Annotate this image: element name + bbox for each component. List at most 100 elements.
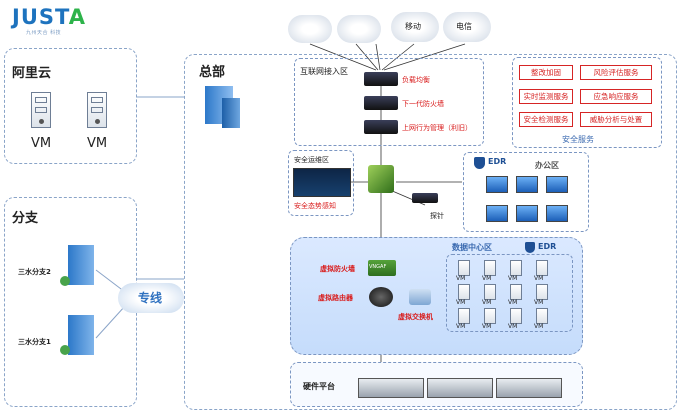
service-item: 整改加固 bbox=[519, 65, 573, 80]
vm-label: VM bbox=[534, 323, 544, 330]
vswitch-label: 虚拟交换机 bbox=[398, 313, 433, 321]
monitor-icon bbox=[546, 176, 568, 193]
vm-server-icon bbox=[484, 260, 496, 276]
vm-label: VM bbox=[508, 275, 518, 282]
load-balance-label: 负载均衡 bbox=[402, 76, 430, 84]
branch-zone bbox=[4, 197, 137, 407]
logo-subtitle: 九州天合 科技 bbox=[26, 30, 62, 36]
vm-label: VM bbox=[508, 299, 518, 306]
service-item: 安全检测服务 bbox=[519, 112, 573, 127]
aliyun-vm2-label: VM bbox=[87, 136, 108, 151]
behavior-mgmt-device bbox=[364, 120, 398, 134]
vm-server-icon bbox=[510, 260, 522, 276]
building-icon bbox=[68, 245, 94, 285]
monitor-icon bbox=[486, 205, 508, 222]
cloud-mobile-icon bbox=[391, 12, 439, 42]
cloud-icon bbox=[337, 15, 381, 43]
cloud-mobile-label: 移动 bbox=[405, 22, 421, 31]
vm-server-icon bbox=[510, 284, 522, 300]
internet-zone-title: 互联网接入区 bbox=[300, 67, 348, 76]
aliyun-zone bbox=[4, 48, 137, 164]
vm-label: VM bbox=[534, 299, 544, 306]
hardware-server-icon bbox=[427, 378, 493, 398]
branch1-label: 三水分支1 bbox=[18, 338, 51, 346]
aliyun-vm1-label: VM bbox=[31, 136, 52, 151]
office-title: 办公区 bbox=[535, 161, 559, 170]
vm-server-icon bbox=[510, 308, 522, 324]
vm-server-icon bbox=[536, 260, 548, 276]
vngaf-label: VNGAF bbox=[369, 264, 387, 270]
hardware-server-icon bbox=[496, 378, 562, 398]
aliyun-title: 阿里云 bbox=[12, 66, 52, 81]
ops-zone bbox=[288, 150, 354, 216]
office-zone bbox=[463, 152, 589, 232]
branch2-label: 三水分支2 bbox=[18, 268, 51, 276]
ngfw-label: 下一代防火墙 bbox=[402, 100, 444, 108]
hardware-title: 硬件平台 bbox=[303, 382, 335, 391]
office-edr-label: EDR bbox=[488, 157, 507, 166]
ops-zone-title: 安全运维区 bbox=[294, 156, 329, 164]
vm-server-icon bbox=[484, 308, 496, 324]
tree-icon bbox=[60, 345, 70, 355]
shield-icon bbox=[525, 242, 535, 253]
load-balancer-device bbox=[364, 72, 398, 86]
vngaf-device bbox=[368, 260, 396, 276]
vm-server-icon bbox=[536, 284, 548, 300]
vm-server-icon bbox=[484, 284, 496, 300]
internet-access-zone bbox=[294, 58, 484, 146]
cloud-telecom-icon bbox=[443, 12, 491, 42]
leased-line-cloud-icon bbox=[118, 283, 184, 313]
datacenter-edr-label: EDR bbox=[538, 242, 557, 251]
server-icon bbox=[31, 92, 51, 128]
tree-icon bbox=[60, 276, 70, 286]
monitor-icon bbox=[546, 205, 568, 222]
service-item: 应急响应服务 bbox=[580, 89, 652, 104]
situation-screen-icon bbox=[293, 168, 351, 197]
situation-label: 安全态势感知 bbox=[294, 202, 336, 210]
probe-label: 探针 bbox=[430, 212, 444, 220]
service-item: 风险评估服务 bbox=[580, 65, 652, 80]
monitor-icon bbox=[516, 205, 538, 222]
datacenter-title: 数据中心区 bbox=[452, 243, 492, 252]
hq-title: 总部 bbox=[199, 65, 226, 80]
vm-server-icon bbox=[458, 308, 470, 324]
vm-server-icon bbox=[458, 260, 470, 276]
vfw-label: 虚拟防火墙 bbox=[320, 265, 355, 273]
vm-label: VM bbox=[482, 323, 492, 330]
vm-label: VM bbox=[456, 323, 466, 330]
datacenter-container bbox=[290, 237, 583, 355]
server-icon bbox=[87, 92, 107, 128]
cloud-icon bbox=[288, 15, 332, 43]
vm-server-icon bbox=[458, 284, 470, 300]
service-item: 威胁分析与处置 bbox=[580, 112, 652, 127]
vm-label: VM bbox=[482, 299, 492, 306]
firewall-device bbox=[364, 96, 398, 110]
probe-device bbox=[412, 193, 438, 203]
monitor-icon bbox=[516, 176, 538, 193]
core-switch-icon bbox=[368, 165, 394, 193]
vm-label: VM bbox=[508, 323, 518, 330]
vm-label: VM bbox=[456, 299, 466, 306]
vrouter-label: 虚拟路由器 bbox=[318, 294, 353, 302]
vm-label: VM bbox=[534, 275, 544, 282]
behavior-mgmt-label: 上网行为管理（利旧） bbox=[402, 124, 472, 132]
vm-label: VM bbox=[456, 275, 466, 282]
vm-label: VM bbox=[482, 275, 492, 282]
hq-zone bbox=[184, 54, 677, 410]
security-services-title: 安全服务 bbox=[562, 135, 594, 144]
vm-group bbox=[446, 254, 573, 332]
branch-title: 分支 bbox=[12, 211, 39, 226]
leased-line-label: 专线 bbox=[138, 291, 163, 305]
vrouter-icon bbox=[369, 287, 393, 307]
security-services-zone bbox=[512, 57, 662, 148]
service-item: 实时监测服务 bbox=[519, 89, 573, 104]
vm-server-icon bbox=[536, 308, 548, 324]
hardware-server-icon bbox=[358, 378, 424, 398]
company-logo: JUSTA bbox=[12, 5, 86, 29]
vswitch-icon bbox=[409, 289, 431, 305]
shield-icon bbox=[474, 157, 485, 169]
building-icon bbox=[68, 315, 94, 355]
hq-building-icon bbox=[222, 98, 240, 128]
monitor-icon bbox=[486, 176, 508, 193]
cloud-telecom-label: 电信 bbox=[456, 22, 472, 31]
